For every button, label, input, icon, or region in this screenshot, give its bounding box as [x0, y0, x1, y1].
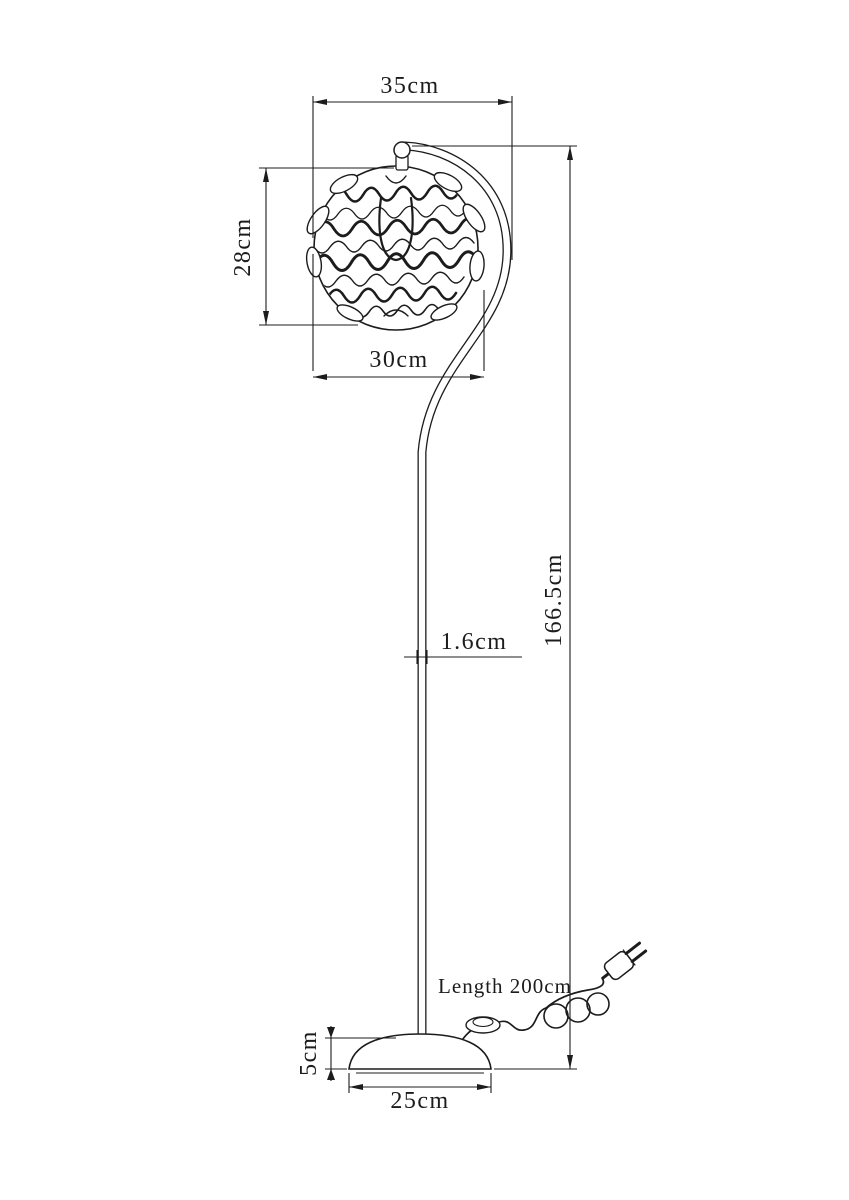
dim-base-height: 5cm	[296, 1026, 396, 1081]
dim-label-overall-width: 35cm	[380, 73, 439, 99]
power-cord	[451, 941, 648, 1055]
cord-length-label: Length 200cm	[438, 974, 572, 998]
shade-ruffle-petals	[305, 171, 486, 322]
dim-label-pole-diameter: 1.6cm	[441, 629, 508, 655]
lamp-arm-and-pole	[400, 141, 512, 1047]
dim-shade-width: 30cm	[312, 254, 485, 380]
dim-label-base-width: 25cm	[390, 1088, 449, 1114]
cord-loop	[586, 992, 610, 1016]
finial-ball	[393, 141, 411, 159]
lamp-base	[348, 1033, 492, 1074]
dim-overall-width: 35cm	[312, 73, 513, 260]
dimension-annotations: 35cm 28cm 30cm 1.6cm 166.5cm	[230, 73, 577, 1114]
plug-pin	[630, 949, 648, 963]
dim-pole-diameter: 1.6cm	[404, 629, 522, 664]
dim-shade-height: 28cm	[230, 167, 394, 326]
lamp-artwork	[305, 141, 648, 1074]
base-dome	[348, 1033, 492, 1070]
shade-ribbon-waves	[315, 175, 477, 318]
power-plug	[601, 941, 648, 981]
plug-pin	[624, 941, 641, 956]
inline-foot-switch	[465, 1016, 501, 1034]
dim-overall-height: 166.5cm	[412, 145, 577, 1070]
lamp-shade	[305, 141, 486, 331]
dim-label-base-height: 5cm	[296, 1030, 322, 1076]
dim-label-shade-width: 30cm	[369, 347, 428, 373]
dim-base-width: 25cm	[348, 1073, 492, 1114]
cord-loop	[565, 997, 591, 1023]
arm-pole-fill	[404, 142, 511, 1042]
dim-label-overall-height: 166.5cm	[541, 553, 567, 647]
dim-label-shade-height: 28cm	[230, 217, 256, 276]
